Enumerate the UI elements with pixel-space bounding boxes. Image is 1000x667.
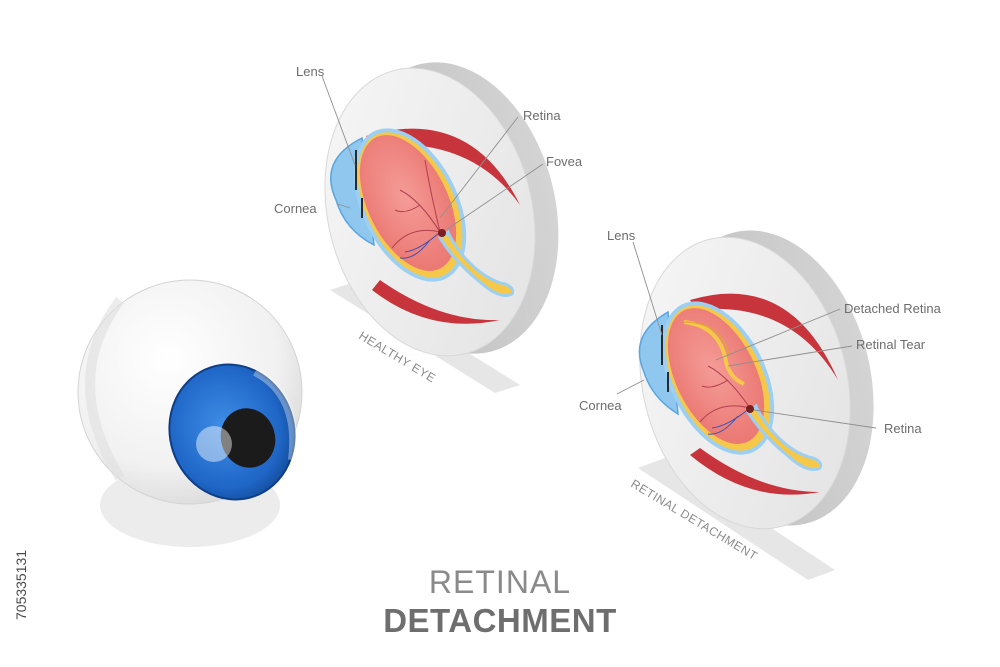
detached-lower-muscle	[690, 448, 820, 495]
healthy-eye-panel: HEALTHY EYE Lens Retina Fovea Cornea	[274, 62, 583, 393]
detached-retina-flap	[683, 320, 745, 386]
healthy-label-cornea: Cornea	[274, 201, 317, 216]
healthy-vitreous	[359, 135, 457, 271]
healthy-optic-nerve	[437, 229, 515, 297]
eyeball-illustration	[77, 279, 303, 547]
detached-vessels	[699, 365, 751, 423]
detached-retina-leader-upper	[715, 308, 841, 361]
detached-label-retinal-tear: Retinal Tear	[856, 337, 926, 352]
detached-label-detached-retina: Detached Retina	[844, 301, 942, 316]
detached-label-lens: Lens	[607, 228, 636, 243]
detached-optic-nerve	[745, 403, 823, 471]
detached-label-cornea: Cornea	[579, 398, 622, 413]
detached-lens-leader	[632, 241, 663, 336]
healthy-fovea-spot	[438, 229, 446, 237]
detached-veins	[707, 407, 751, 435]
detached-retina-leader	[753, 409, 877, 429]
title-line-1: RETINAL	[429, 564, 571, 600]
detached-fovea-spot	[746, 405, 754, 413]
detached-cornea-leader	[616, 379, 645, 395]
healthy-vessels	[391, 159, 441, 249]
healthy-label-lens: Lens	[296, 64, 325, 79]
eyeball-rim-shade	[85, 297, 125, 481]
healthy-label-retina: Retina	[523, 108, 561, 123]
detached-eye-panel: RETINAL DETACHMENT Lens Detached Retina …	[579, 228, 942, 580]
detached-upper-muscle	[690, 293, 838, 380]
side-stock-id: 705335131	[13, 550, 29, 620]
iris-rim	[168, 363, 296, 501]
detached-label-retina: Retina	[884, 421, 922, 436]
title-line-2: DETACHMENT	[383, 602, 617, 639]
healthy-retina-leader	[439, 116, 519, 219]
healthy-cornea-leader	[337, 203, 351, 209]
detached-vitreous	[667, 308, 765, 444]
healthy-fovea-leader	[445, 163, 544, 231]
healthy-veins	[399, 231, 441, 259]
healthy-lens-leader	[321, 75, 356, 166]
healthy-lower-muscle	[372, 280, 500, 324]
pupil	[220, 408, 276, 468]
cornea-sheen	[253, 368, 298, 461]
detached-retina-flap-edge	[683, 321, 731, 359]
healthy-label-fovea: Fovea	[546, 154, 583, 169]
detached-tear-leader	[727, 345, 853, 367]
iris-highlight	[196, 426, 232, 462]
